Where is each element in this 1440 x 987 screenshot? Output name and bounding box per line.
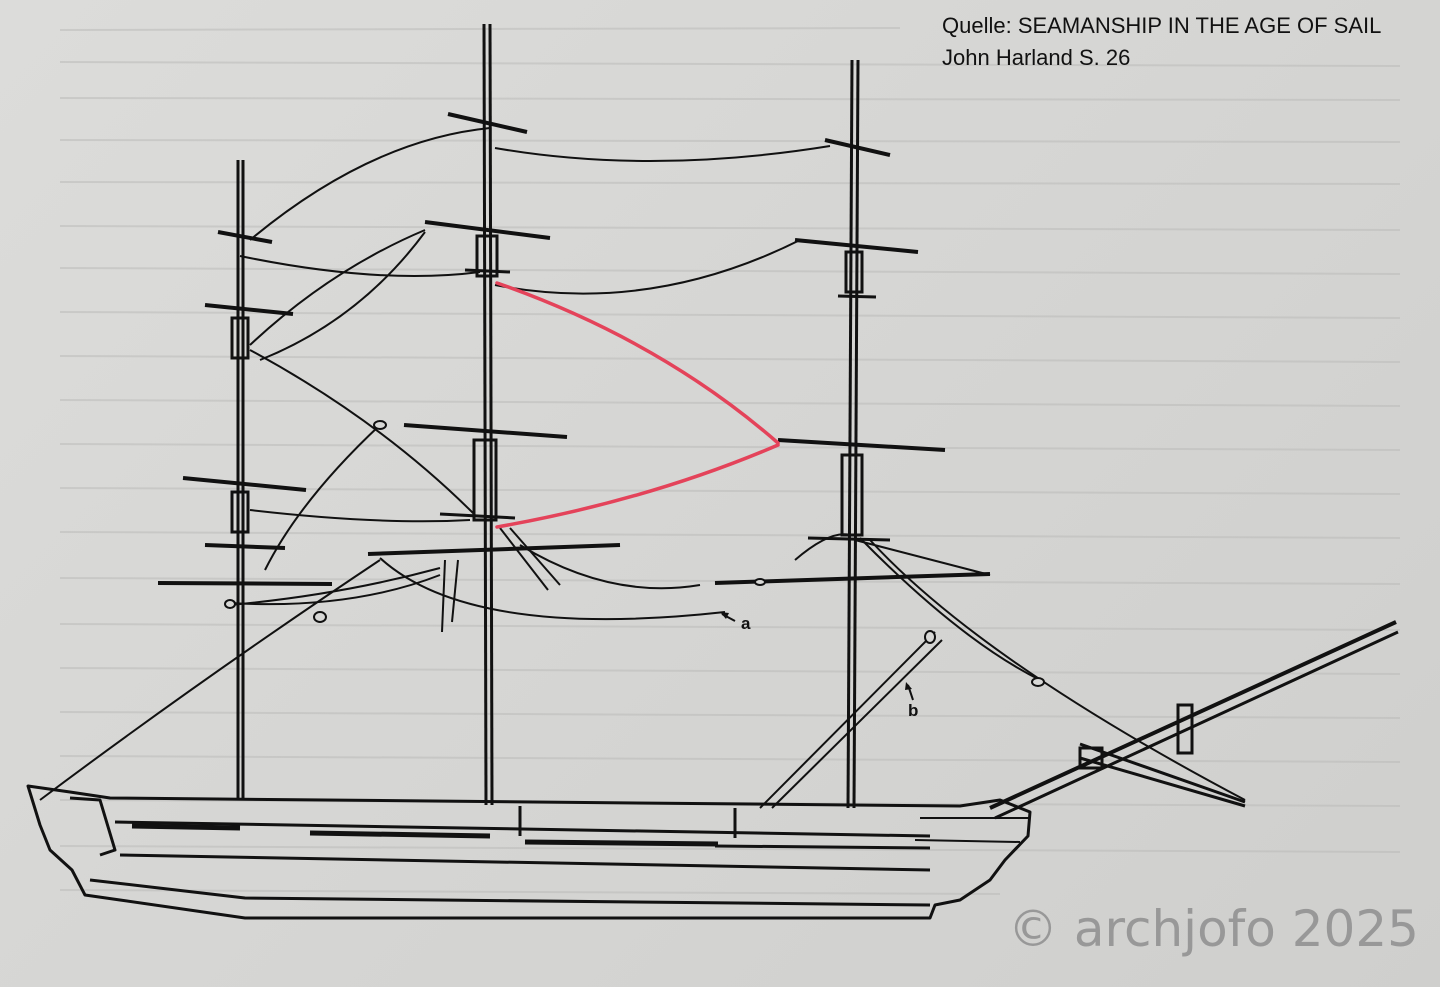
source-citation: Quelle: SEAMANSHIP IN THE AGE OF SAIL Jo… [942,10,1381,74]
label-b: b [908,701,918,720]
main-mast [367,23,621,806]
fore-mast [714,59,991,809]
bowsprit [989,620,1399,820]
highlighted-stays [495,281,780,529]
ship-hull [26,784,1032,920]
hull-ports [131,823,719,847]
label-a-group: a [720,612,751,633]
source-line-1: Quelle: SEAMANSHIP IN THE AGE OF SAIL [942,13,1382,38]
copyright-watermark: © archjofo 2025 [1008,900,1419,958]
rigging-blocks [224,420,1045,687]
source-line-2: John Harland S. 26 [942,45,1131,70]
label-b-group: b [905,682,918,720]
mizzen-mast [157,160,333,800]
rigging-lines [39,127,1246,809]
label-a: a [741,614,751,633]
